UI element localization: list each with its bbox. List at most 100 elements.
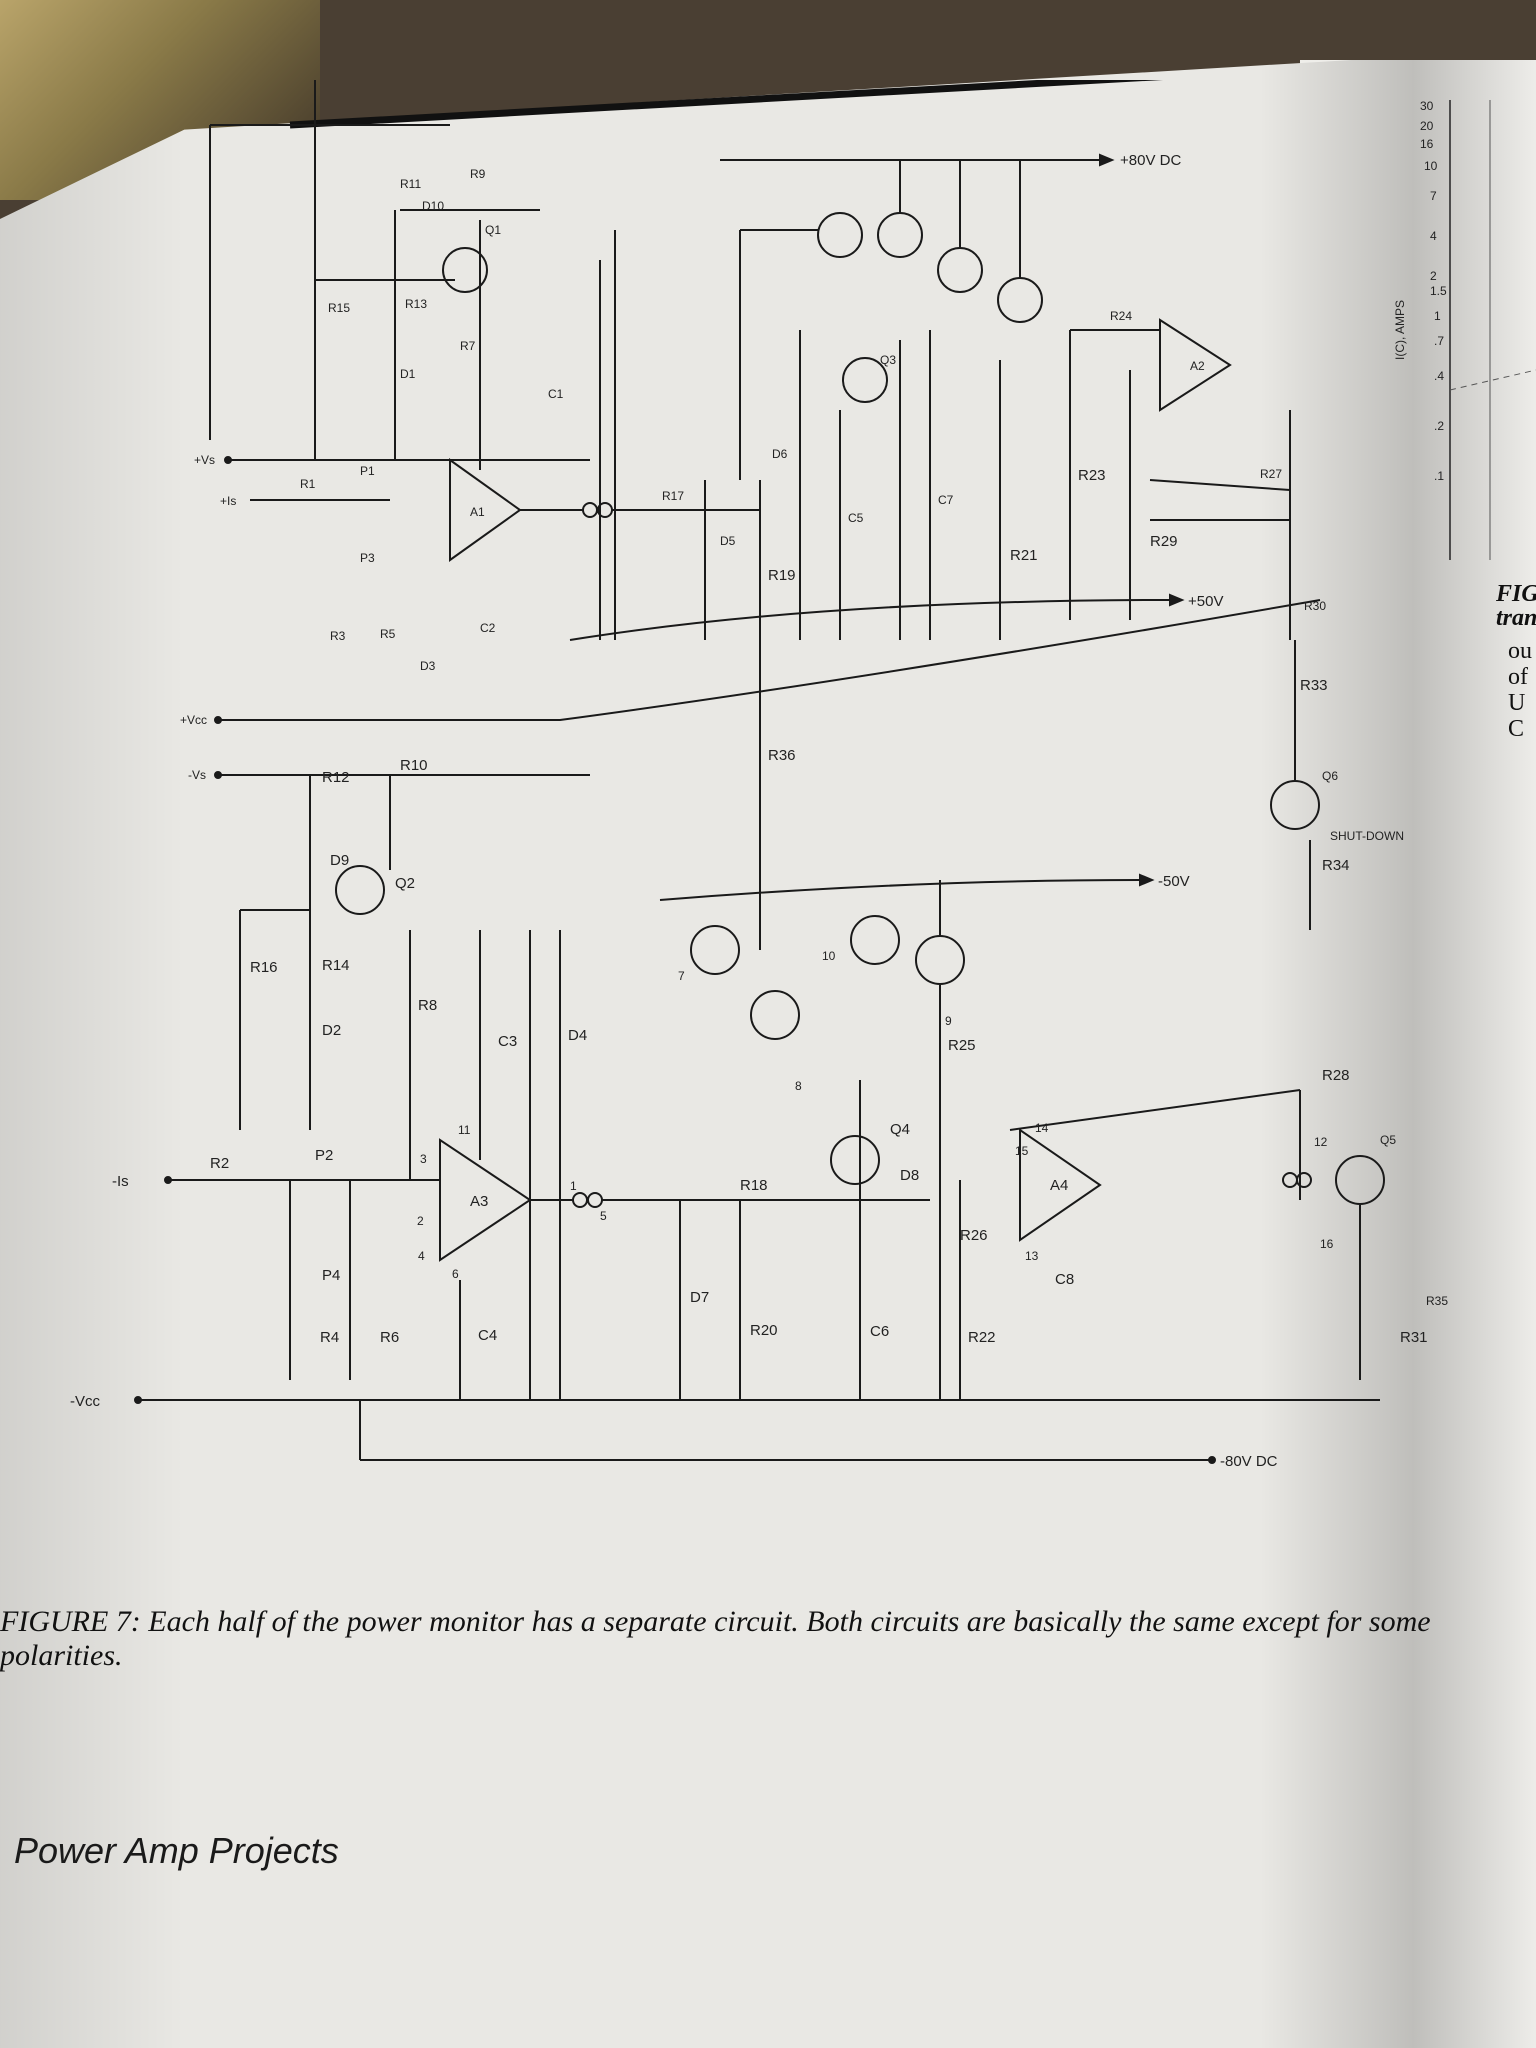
rail-label-minus-is: -Is bbox=[112, 1173, 129, 1190]
label-a4: A4 bbox=[1050, 1177, 1068, 1194]
label-d4: D4 bbox=[568, 1027, 587, 1044]
label-c6: C6 bbox=[870, 1323, 889, 1340]
label-r33: R33 bbox=[1300, 677, 1328, 694]
graph-tick: 1.5 bbox=[1430, 284, 1447, 298]
label-r28: R28 bbox=[1322, 1067, 1350, 1084]
schematic-diagram: +80V DC +50V -50V -80V DC +Vcc -Vcc +Vs … bbox=[70, 80, 1448, 1470]
side-word: of bbox=[1508, 664, 1528, 690]
graph-tick: 16 bbox=[1420, 137, 1434, 151]
label-p2: P2 bbox=[315, 1147, 333, 1164]
label-r12: R12 bbox=[322, 769, 350, 786]
graph-fragment: 30 20 16 10 7 4 2 1.5 1 .7 .4 .2 .1 I(C)… bbox=[1393, 99, 1536, 560]
label-r8: R8 bbox=[418, 997, 437, 1014]
rail-label-plus-80: +80V DC bbox=[1120, 152, 1181, 169]
caption-line-1: FIGURE 7: Each half of the power monitor… bbox=[0, 1605, 1431, 1638]
label-r15: R15 bbox=[328, 301, 350, 315]
label-r35: R35 bbox=[1426, 1294, 1448, 1308]
label-q6: Q6 bbox=[1322, 769, 1338, 783]
rail-label-plus-is: +Is bbox=[220, 494, 236, 508]
pin-13: 13 bbox=[1025, 1249, 1039, 1263]
label-r29: R29 bbox=[1150, 533, 1178, 550]
label-c8: C8 bbox=[1055, 1271, 1074, 1288]
caption-line-2: polarities. bbox=[0, 1639, 123, 1672]
label-r3: R3 bbox=[330, 629, 346, 643]
label-d1: D1 bbox=[400, 367, 416, 381]
label-d7: D7 bbox=[690, 1289, 709, 1306]
pin-9: 9 bbox=[945, 1014, 952, 1028]
tran-fragment-text: tran bbox=[1496, 605, 1536, 631]
label-a2: A2 bbox=[1190, 359, 1205, 373]
label-q5: Q5 bbox=[1380, 1133, 1396, 1147]
label-r20: R20 bbox=[750, 1322, 778, 1339]
label-r6: R6 bbox=[380, 1329, 399, 1346]
book-page bbox=[0, 60, 1536, 2048]
label-d3: D3 bbox=[420, 659, 436, 673]
label-r34: R34 bbox=[1322, 857, 1350, 874]
pin-1: 1 bbox=[570, 1179, 577, 1193]
label-r13: R13 bbox=[405, 297, 427, 311]
pin-4: 4 bbox=[418, 1249, 425, 1263]
label-r30: R30 bbox=[1304, 599, 1326, 613]
label-r21: R21 bbox=[1010, 547, 1038, 564]
rail-label-plus-vcc: +Vcc bbox=[180, 713, 207, 727]
pin-11: 11 bbox=[458, 1123, 471, 1137]
label-r5: R5 bbox=[380, 627, 396, 641]
book-title: Power Amp Projects bbox=[14, 1830, 339, 1871]
figure-fragment: FIG tran bbox=[1496, 582, 1536, 630]
pin-15: 15 bbox=[1015, 1144, 1029, 1158]
pin-5: 5 bbox=[600, 1209, 607, 1223]
label-p3: P3 bbox=[360, 551, 375, 565]
label-d10: D10 bbox=[422, 199, 444, 213]
label-r31: R31 bbox=[1400, 1329, 1428, 1346]
label-shutdown: SHUT-DOWN bbox=[1330, 829, 1404, 843]
label-r17: R17 bbox=[662, 489, 684, 503]
label-c3: C3 bbox=[498, 1033, 517, 1050]
label-r22: R22 bbox=[968, 1329, 996, 1346]
pin-3: 3 bbox=[420, 1152, 427, 1166]
pin-2: 2 bbox=[417, 1214, 424, 1228]
label-q4: Q4 bbox=[890, 1121, 910, 1138]
label-c7: C7 bbox=[938, 493, 954, 507]
graph-tick: 10 bbox=[1424, 159, 1438, 173]
pin-7: 7 bbox=[678, 969, 685, 983]
graph-tick: 20 bbox=[1420, 119, 1434, 133]
rail-label-minus-80: -80V DC bbox=[1220, 1453, 1278, 1470]
graph-tick: 1 bbox=[1434, 309, 1441, 323]
side-word: U bbox=[1508, 690, 1526, 716]
label-c4: C4 bbox=[478, 1327, 497, 1344]
pin-16: 16 bbox=[1320, 1237, 1334, 1251]
label-a3: A3 bbox=[470, 1193, 488, 1210]
graph-tick: 4 bbox=[1430, 229, 1437, 243]
label-r26: R26 bbox=[960, 1227, 988, 1244]
label-q2: Q2 bbox=[395, 875, 415, 892]
pin-10: 10 bbox=[822, 949, 836, 963]
rail-label-plus-vs: +Vs bbox=[194, 453, 215, 467]
graph-tick: 2 bbox=[1430, 269, 1437, 283]
label-d9: D9 bbox=[330, 852, 349, 869]
label-r2: R2 bbox=[210, 1155, 229, 1172]
rail-label-plus-50: +50V bbox=[1188, 593, 1223, 610]
label-r14: R14 bbox=[322, 957, 350, 974]
label-d8: D8 bbox=[900, 1167, 919, 1184]
label-r10: R10 bbox=[400, 757, 428, 774]
graph-tick: .2 bbox=[1434, 419, 1444, 433]
graph-tick: .1 bbox=[1434, 469, 1444, 483]
side-text-fragment: ou of U C bbox=[1508, 638, 1532, 742]
label-r24: R24 bbox=[1110, 309, 1132, 323]
label-a1: A1 bbox=[470, 505, 485, 519]
label-r23: R23 bbox=[1078, 467, 1106, 484]
graph-tick: .7 bbox=[1434, 334, 1444, 348]
label-r25: R25 bbox=[948, 1037, 976, 1054]
label-p4: P4 bbox=[322, 1267, 340, 1284]
side-word: C bbox=[1508, 716, 1525, 742]
label-d5: D5 bbox=[720, 534, 736, 548]
rail-label-minus-vs: -Vs bbox=[188, 768, 206, 782]
label-r1: R1 bbox=[300, 477, 316, 491]
side-word: ou bbox=[1508, 638, 1532, 664]
graph-tick: 30 bbox=[1420, 99, 1434, 113]
graph-axis-label: I(C), AMPS bbox=[1393, 300, 1407, 360]
label-q1: Q1 bbox=[485, 223, 501, 237]
pin-8: 8 bbox=[795, 1079, 802, 1093]
pin-14: 14 bbox=[1035, 1121, 1049, 1135]
graph-tick: .4 bbox=[1434, 369, 1444, 383]
